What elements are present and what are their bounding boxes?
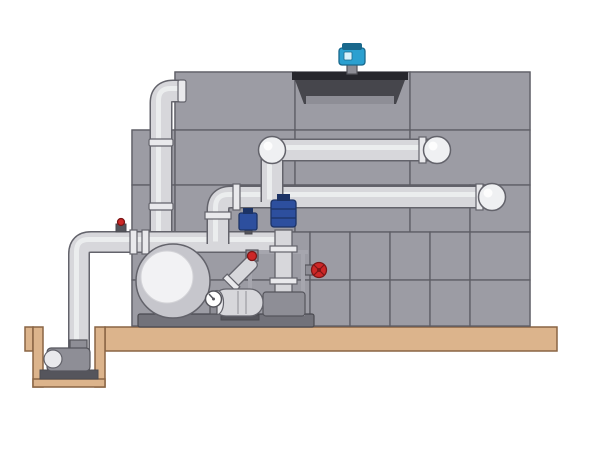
casing-panel [469, 231, 531, 281]
casing-panel [309, 279, 351, 327]
sphere-highlight [428, 141, 438, 151]
riser-shine [156, 86, 178, 238]
riser-pipe [148, 79, 187, 240]
mini-valve-handwheel [116, 217, 126, 227]
actuator-cap [277, 194, 290, 201]
middle-pipe-flange [204, 211, 232, 220]
opening-lip [292, 72, 408, 80]
ground-slab [24, 326, 558, 352]
pit-bottom [32, 378, 106, 388]
suction-flange [129, 229, 138, 255]
casing-panel [429, 231, 471, 281]
casing-panel [409, 71, 531, 131]
slab-left-stub [24, 326, 34, 352]
sump-pump-end-cap [43, 349, 63, 369]
middle-pipe-flange [232, 183, 241, 211]
suction-shine [74, 237, 290, 356]
control-valve-actuator [270, 194, 297, 228]
column-flange [269, 245, 298, 253]
casing-panel [349, 231, 391, 281]
pipe-elbow-sphere [257, 135, 287, 165]
suction-flange [141, 229, 150, 255]
riser-flange [148, 202, 174, 211]
pump-casing [262, 291, 306, 317]
middle-pipe-body [208, 187, 492, 244]
casing-panel [429, 279, 471, 327]
cylindrical-vessel [135, 243, 211, 319]
column-flange [269, 277, 298, 285]
actuator-cap [243, 208, 253, 214]
middle-distribution-pipe [204, 182, 507, 244]
sphere-highlight [263, 141, 273, 151]
casing-panel [389, 231, 431, 281]
sphere-highlight [483, 188, 493, 198]
casing-panel [469, 279, 531, 327]
pump-skid [135, 194, 315, 328]
sensor-window [343, 51, 353, 61]
suction-body [69, 232, 292, 358]
casing-panel [174, 71, 296, 131]
casing-panel [349, 279, 391, 327]
vessel-end-face [140, 250, 194, 304]
y-strainer [222, 249, 259, 292]
actuator-body [270, 199, 297, 228]
strainer-drain-handwheel [246, 250, 258, 262]
middle-pipe-shine [213, 192, 490, 242]
tower-top-opening [292, 72, 408, 104]
casing-panel [389, 279, 431, 327]
pipe-end-sphere [477, 182, 507, 212]
pressure-gauge [204, 290, 223, 315]
riser-end-flange [177, 79, 187, 103]
gauge-hub [212, 297, 215, 301]
pipe-end-sphere [422, 135, 452, 165]
sump-pump [39, 339, 99, 380]
upper-distribution-pipe [257, 135, 452, 202]
pump-column-assembly [269, 229, 298, 295]
slab-main [104, 326, 558, 352]
opening-floor [306, 96, 394, 104]
top-sensor [338, 43, 366, 75]
riser-body [151, 81, 183, 240]
isolation-valve-actuator [238, 208, 258, 235]
sensor-cap [342, 43, 362, 50]
suction-pipe [68, 217, 292, 358]
actuator-body [238, 212, 258, 231]
riser-flange [148, 138, 174, 147]
casing-handwheel-valve [304, 261, 328, 279]
handwheel-hub [317, 268, 321, 272]
sump-pit [32, 326, 106, 388]
